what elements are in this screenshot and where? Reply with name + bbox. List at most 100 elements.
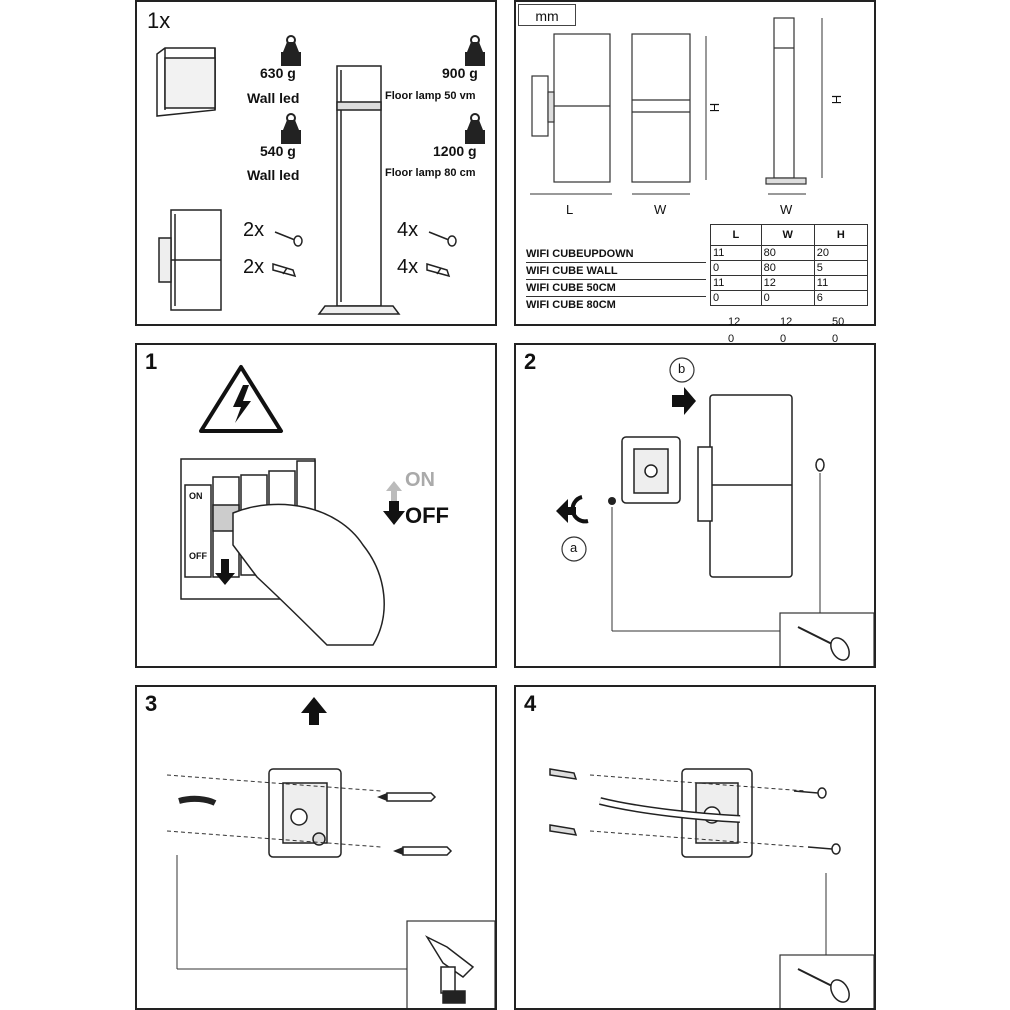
weight-value: 900 g [442,65,478,81]
plug-quantity: 2x [243,256,265,278]
height-label: H [829,94,845,105]
dimension-lines [530,18,823,195]
table-cell: 80 [760,260,815,276]
table-cell: 20 [813,245,869,261]
table-cell: 12 [760,275,815,291]
arrow-down-icon [215,559,235,585]
drill-guide-lines [589,774,807,848]
arrow-up-icon [386,481,402,501]
unit-label: mm [518,4,576,26]
arrow-right-icon [672,387,696,415]
column-header: W [760,224,815,246]
weight-value: 540 g [260,143,296,159]
drill-icon [424,935,475,1004]
table-cell: 6 [813,290,869,306]
plug-icon [426,262,451,278]
product-name: WIFI CUBEUPDOWN [526,246,706,263]
step-2-illustration [556,357,874,666]
electric-hazard-icon [199,365,283,433]
plug-icon [549,824,578,836]
label-a: a [570,540,578,555]
rotate-icon [570,495,589,524]
table-cell: 12 [728,316,741,328]
quantity-label: 1x [147,8,171,33]
screw-icon [608,497,616,505]
weight-value: 1200 g [433,143,477,159]
screwdriver-icon [797,626,835,646]
height-label: H [707,102,723,113]
table-cell: 0 [780,332,787,345]
product-name: WIFI CUBE WALL [526,263,706,280]
wall-cube-updown-image [158,209,222,311]
product-name: Floor lamp 80 cm [385,167,476,179]
table-cell: 11 [813,275,869,291]
switch-on-label: ON [189,491,203,501]
screw-icon [807,843,841,855]
mounting-plate-image [268,768,342,858]
product-name-list: WIFI CUBEUPDOWN WIFI CUBE WALL WIFI CUBE… [526,246,706,313]
table-cell: 12 [780,316,793,328]
step-3-panel: 3 [135,685,497,1010]
hand-image [232,503,385,646]
screwdriver-inset [779,612,874,666]
screwdriver-icon [797,968,835,988]
product-name: WIFI CUBE 80CM [526,299,616,311]
table-cell: 50 [832,316,845,328]
product-name: Floor lamp 50 vm [385,90,476,102]
product-name: Wall led [247,167,300,183]
floor-lamp-view-shape [773,17,795,179]
breaker-switch [184,484,212,578]
step-4-illustration [549,768,874,1008]
step-1-panel: 1 ON OFF ON OFF [135,343,497,668]
dimension-drawings [530,17,823,195]
step-number: 1 [145,349,158,374]
table-cell: 0 [760,290,815,306]
column-header: L [710,224,762,246]
on-label: ON [405,469,435,491]
pencil-icon [377,792,437,802]
weight-value: 630 g [260,65,296,81]
drill-inset [406,920,495,1008]
switch-off-label: OFF [189,551,207,561]
arrow-left-icon [556,499,576,523]
label-a-circle [561,536,587,562]
table-cell: 0 [728,332,735,345]
wall-cube-small-image [156,47,216,117]
hardware-icons [272,231,457,278]
label-b: b [678,361,686,376]
step-2-panel: 2 [514,343,876,668]
pencil-icon [393,846,453,856]
product-name: Wall led [247,90,300,106]
screw-icon [793,787,827,799]
screw-quantity: 4x [397,219,419,241]
plug-icon [549,768,578,780]
weight-icons [281,35,485,144]
arrow-up-icon [301,697,327,725]
contents-panel: 1x [135,0,497,326]
off-label: OFF [405,503,449,528]
column-header: H [813,224,869,246]
length-label: L [566,202,574,217]
plug-icon [272,262,297,278]
mounting-plate-image [621,436,681,504]
screw-icon [815,458,825,472]
table-cell: 5 [813,260,869,276]
step-4-panel: 4 [514,685,876,1010]
screwdriver-inset [779,954,874,1008]
cable-image [178,795,217,806]
label-b-circle [669,357,695,383]
width-label: W [654,202,667,217]
dimensions-panel: mm L W W H H WIFI CUBEUPDOW [514,0,876,378]
step-3-illustration [166,697,495,1008]
screw-quantity: 2x [243,219,265,241]
table-header-row: L W H [710,224,869,246]
table-cell: 80 [760,245,815,261]
table-cell: 0 [710,260,762,276]
product-name: WIFI CUBE 50CM [526,280,706,297]
side-view-shape [553,33,611,183]
step-number: 3 [145,691,158,716]
